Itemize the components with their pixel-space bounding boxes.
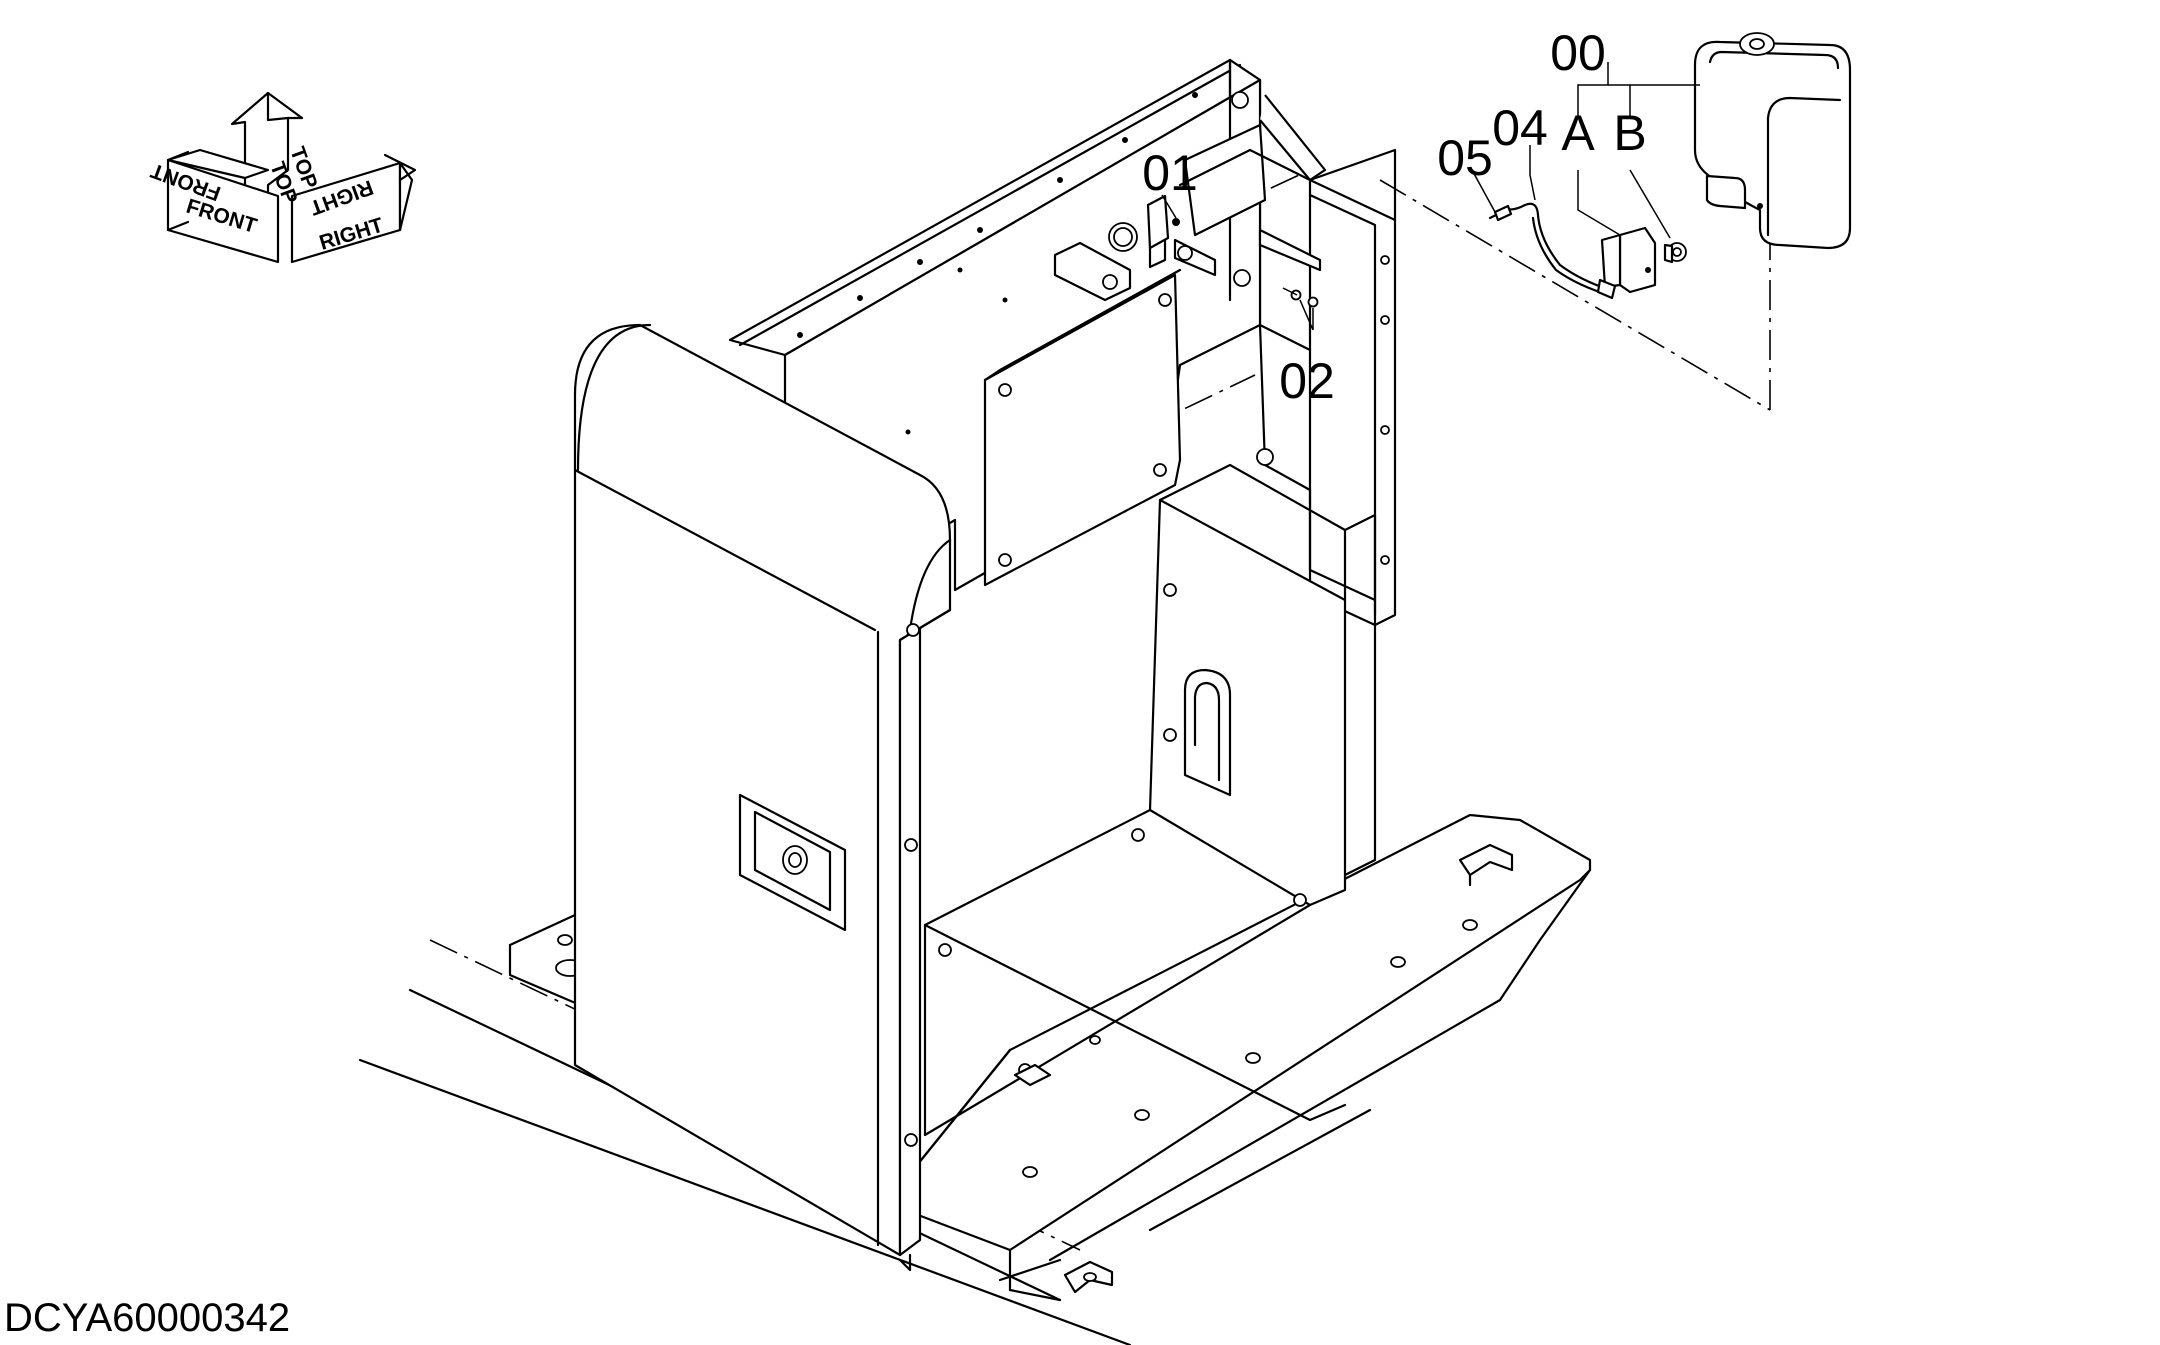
callout-01: 01 (1142, 145, 1198, 201)
callout-02: 02 (1279, 353, 1335, 409)
battery-cover (573, 323, 952, 1272)
callout-B: B (1613, 105, 1646, 161)
orientation-indicator: FRONT FRONT TOP TOP RIGHT RIGHT (148, 91, 417, 264)
callout-05: 05 (1437, 130, 1493, 186)
callout-04: 04 (1492, 100, 1548, 156)
callout-00: 00 (1550, 25, 1606, 81)
cover-assembly (1161, 32, 1852, 331)
base-frame (358, 813, 1592, 1345)
drawing-code: DCYA60000342 (4, 1296, 291, 1340)
battery-tray (923, 463, 1377, 1137)
battery-switch-hardware (1146, 194, 1319, 308)
callout-A: A (1561, 105, 1595, 161)
